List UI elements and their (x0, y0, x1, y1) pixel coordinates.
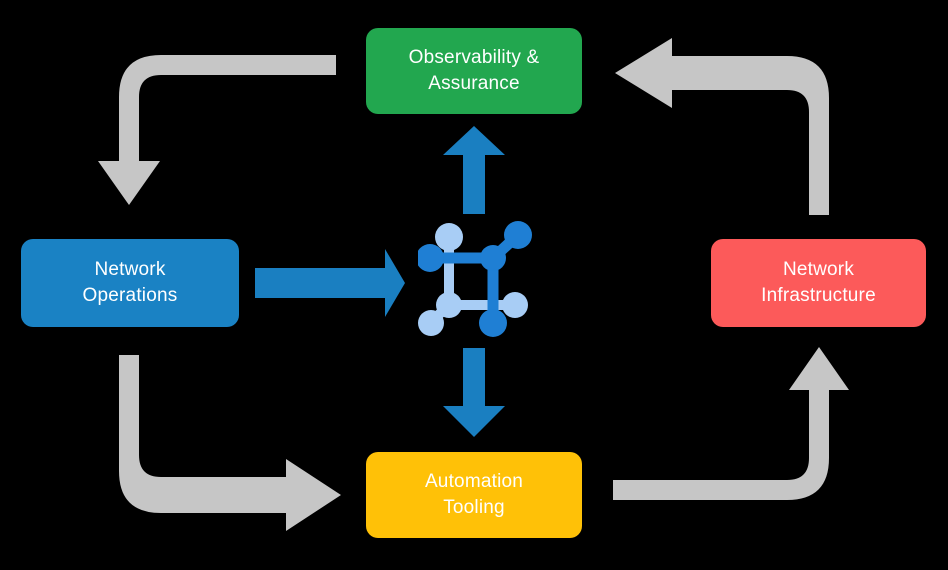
network-topology-icon (418, 221, 532, 337)
arrow-automation-tooling-to-network-infrastructure (613, 347, 849, 500)
topology-secondary-nodes (418, 223, 528, 336)
node-box-network-infrastructure[interactable]: Network Infrastructure (711, 239, 926, 327)
node-box-automation-tooling[interactable]: Automation Tooling (366, 452, 582, 538)
node-box-observability[interactable]: Observability & Assurance (366, 28, 582, 114)
arrow-network-infrastructure-to-observability (615, 38, 829, 215)
node-label-observability: Observability & Assurance (408, 47, 540, 94)
topology-primary-nodes (418, 221, 532, 337)
arrow-network-operations-to-automation-tooling (119, 355, 341, 531)
node-label-network-infrastructure: Network Infrastructure (761, 259, 876, 306)
node-label-network-operations: Network Operations (82, 259, 178, 306)
arrow-observability-to-network-operations (98, 55, 336, 205)
arrow-center-to-observability (443, 126, 505, 214)
node-box-network-operations[interactable]: Network Operations (21, 239, 239, 327)
node-label-automation-tooling: Automation Tooling (424, 471, 524, 518)
arrow-center-to-automation-tooling (443, 348, 505, 437)
arrow-network-operations-to-center (255, 249, 405, 317)
